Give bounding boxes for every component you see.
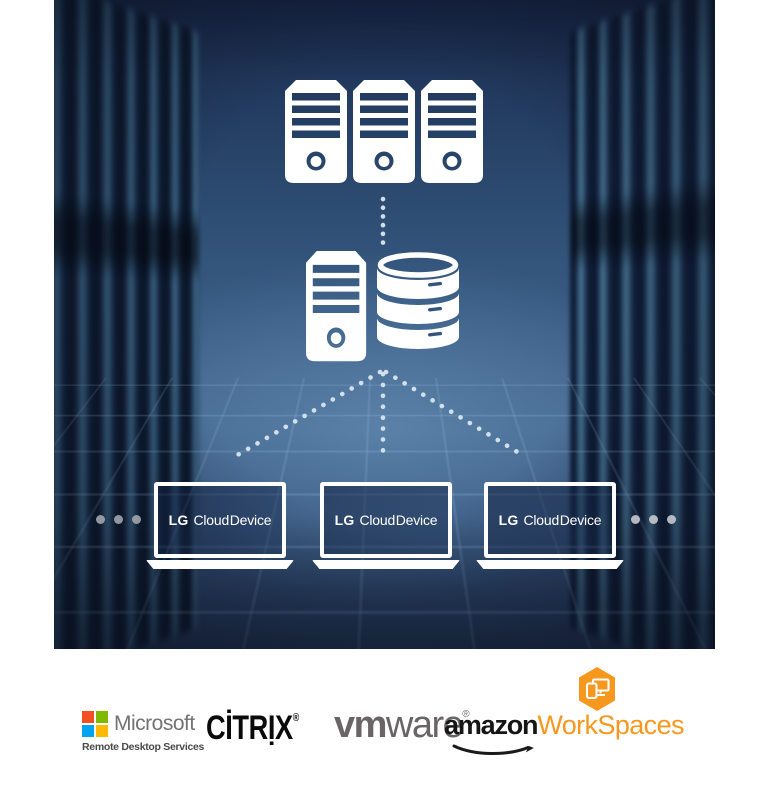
server-tower-icon [353,80,415,183]
ms-square-yellow [96,725,108,737]
laptop-icon: LG Cloud Device [154,482,286,558]
server-room-image: LG Cloud Device LG Cloud Device LG Cloud… [54,0,715,649]
laptop-icon: LG Cloud Device [320,482,452,558]
citrix-registered-mark: ® [292,712,300,724]
laptop-brand-label: LG [334,512,355,528]
server-tower-icon [306,251,367,362]
laptop-icon: LG Cloud Device [484,482,616,558]
ms-square-blue [82,725,94,737]
laptop-base [312,560,460,569]
server-tower-icon [421,80,483,183]
citrix-wordmark: CİTRỊX [206,709,293,747]
amazon-wordmark: amazon [444,710,539,740]
architecture-diagram [231,80,527,460]
amazon-smile-icon [452,744,534,755]
workspaces-hexagon-icon [579,667,615,711]
server-cluster [285,80,483,183]
vmware-registered-mark: ® [462,709,470,720]
vmware-logo: vmware® [334,706,470,744]
laptop-model-label: Cloud Device [359,512,438,528]
partner-logos: Microsoft Remote Desktop Services CİTRỊX… [0,649,768,790]
ellipsis-dot [132,515,141,524]
laptop-base [146,560,294,569]
ellipsis-dot [667,515,676,524]
ms-square-red [82,711,94,723]
database-icon [377,252,459,349]
dotted-connector-left [231,369,383,460]
microsoft-wordmark: Microsoft [114,712,195,735]
microsoft-rds-subtitle: Remote Desktop Services [82,741,205,753]
amazon-workspaces-logo: amazonWorkSpaces [444,712,684,739]
ellipsis-dot [96,515,105,524]
microsoft-squares-icon [82,711,108,737]
ellipsis-dot [114,515,123,524]
host-and-storage [306,251,459,362]
laptop-brand-label: LG [498,512,519,528]
laptop-brand-label: LG [168,512,189,528]
dotted-connector-right [383,369,527,459]
ellipsis-dot [649,515,658,524]
laptop-base [476,560,624,569]
laptop-model-label: Cloud Device [523,512,602,528]
ms-square-green [96,711,108,723]
vmware-wordmark-bold: vm [334,704,387,746]
workspaces-wordmark: WorkSpaces [537,710,684,740]
ellipsis-dot [631,515,640,524]
microsoft-rds-logo: Microsoft Remote Desktop Services [82,711,204,753]
laptop-model-label: Cloud Device [193,512,272,528]
server-tower-icon [285,80,347,183]
citrix-logo: CİTRỊX® [206,711,299,745]
vmware-wordmark-light: ware [385,704,464,746]
